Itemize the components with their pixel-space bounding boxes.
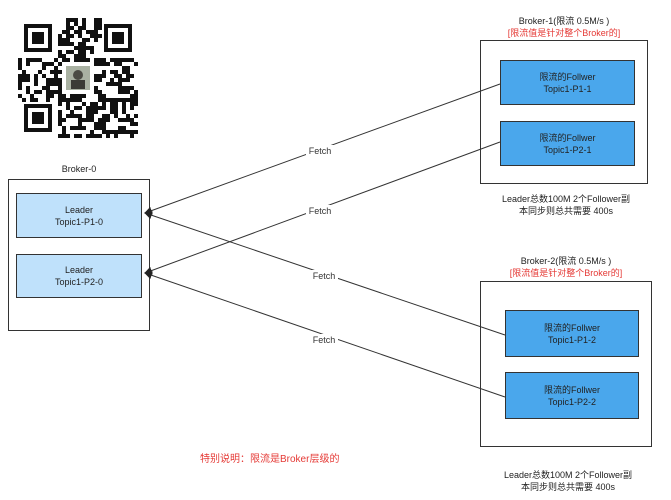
broker2-summary-line1: Leader总数100M 2个Follower副 — [503, 470, 633, 480]
fetch-label-4: Fetch — [313, 335, 336, 345]
broker1-title: Broker-1(限流 0.5M/s ) — [518, 16, 610, 26]
broker2-partition-p1[interactable]: 限流的Follwer Topic1-P1-2 — [505, 310, 639, 357]
broker0-partition-p1[interactable]: Leader Topic1-P1-0 — [16, 193, 142, 238]
partition-topic: Topic1-P1-1 — [543, 83, 592, 94]
partition-role: Leader — [64, 265, 94, 275]
footnote: 特别说明：限流是Broker层级的 — [200, 454, 340, 465]
partition-topic: Topic1-P2-0 — [54, 277, 104, 287]
qr-code-image — [18, 18, 138, 138]
partition-topic: Topic1-P1-2 — [547, 334, 597, 345]
broker1-summary-line2: 本同步则总共需要 400s — [518, 206, 614, 216]
broker0-partition-p2[interactable]: Leader Topic1-P2-0 — [16, 254, 142, 298]
broker2-note: [限流值是针对整个Broker的] — [509, 268, 623, 278]
broker2-title: Broker-2(限流 0.5M/s ) — [520, 256, 612, 266]
broker2-partition-p2[interactable]: 限流的Follwer Topic1-P2-2 — [505, 372, 639, 419]
partition-role: 限流的Follwer — [539, 132, 596, 143]
broker1-note: [限流值是针对整个Broker的] — [507, 28, 621, 38]
partition-role: Leader — [64, 204, 94, 215]
broker0-box: Leader Topic1-P1-0 Leader Topic1-P2-0 — [8, 179, 150, 331]
partition-role: 限流的Follwer — [543, 322, 600, 333]
partition-role: 限流的Follwer — [539, 71, 596, 82]
broker1-box: 限流的Follwer Topic1-P1-1 限流的Follwer Topic1… — [480, 40, 648, 184]
broker2-box: 限流的Follwer Topic1-P1-2 限流的Follwer Topic1… — [480, 281, 652, 447]
broker2-summary-line2: 本同步则总共需要 400s — [520, 482, 616, 492]
broker1-summary-line1: Leader总数100M 2个Follower副 — [501, 194, 631, 204]
fetch-label-3: Fetch — [313, 271, 336, 281]
broker0-title: Broker-0 — [61, 164, 97, 174]
broker1-partition-p1[interactable]: 限流的Follwer Topic1-P1-1 — [500, 60, 635, 105]
partition-role: 限流的Follwer — [543, 384, 600, 395]
partition-topic: Topic1-P2-2 — [547, 396, 597, 407]
fetch-label-2: Fetch — [309, 206, 332, 216]
partition-topic: Topic1-P2-1 — [543, 144, 592, 155]
broker1-partition-p2[interactable]: 限流的Follwer Topic1-P2-1 — [500, 121, 635, 166]
partition-topic: Topic1-P1-0 — [54, 216, 104, 227]
fetch-label-1: Fetch — [309, 146, 332, 156]
